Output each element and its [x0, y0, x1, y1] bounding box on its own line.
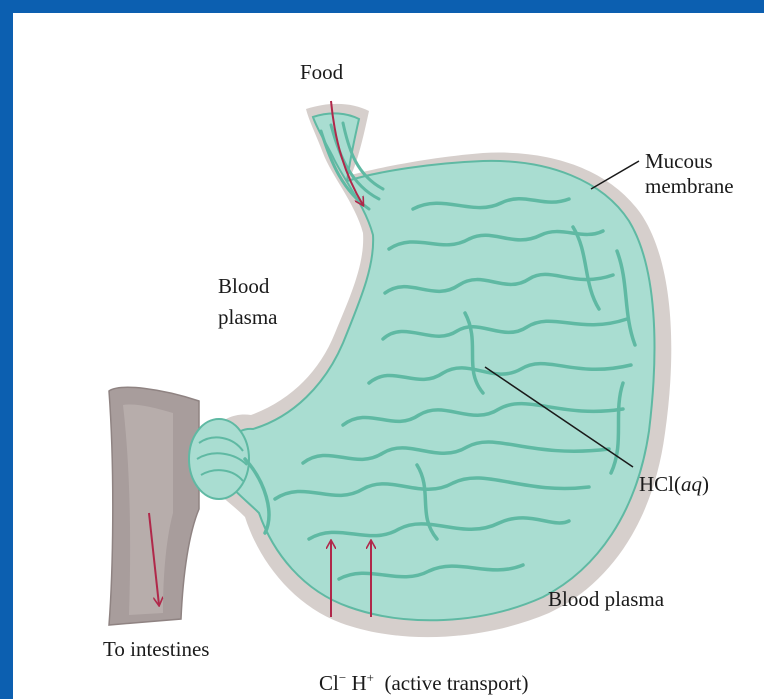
h-ion: H: [351, 671, 366, 695]
label-food: Food: [300, 60, 343, 85]
label-hcl: HCl(aq): [639, 472, 709, 497]
label-to-intestines: To intestines: [103, 637, 209, 662]
hcl-prefix: HCl(: [639, 472, 681, 496]
stomach-body: [219, 113, 654, 620]
mucous-leader-line: [591, 161, 639, 189]
hcl-aq: aq: [681, 472, 702, 496]
diagram-frame: Food Mucous membrane Blood plasma HCl(aq…: [13, 13, 764, 699]
label-blood-plasma-left-line2: plasma: [218, 305, 277, 330]
label-membrane: membrane: [645, 174, 734, 199]
h-charge: +: [367, 670, 374, 685]
cl-ion: Cl: [319, 671, 339, 695]
label-mucous: Mucous: [645, 149, 713, 174]
label-blood-plasma-left-line1: Blood: [218, 274, 269, 299]
cl-charge: −: [339, 670, 346, 685]
label-blood-plasma-right: Blood plasma: [548, 587, 664, 612]
active-transport: (active transport): [384, 671, 528, 695]
hcl-suffix: ): [702, 472, 709, 496]
label-ions: Cl− H+ (active transport): [319, 671, 528, 696]
